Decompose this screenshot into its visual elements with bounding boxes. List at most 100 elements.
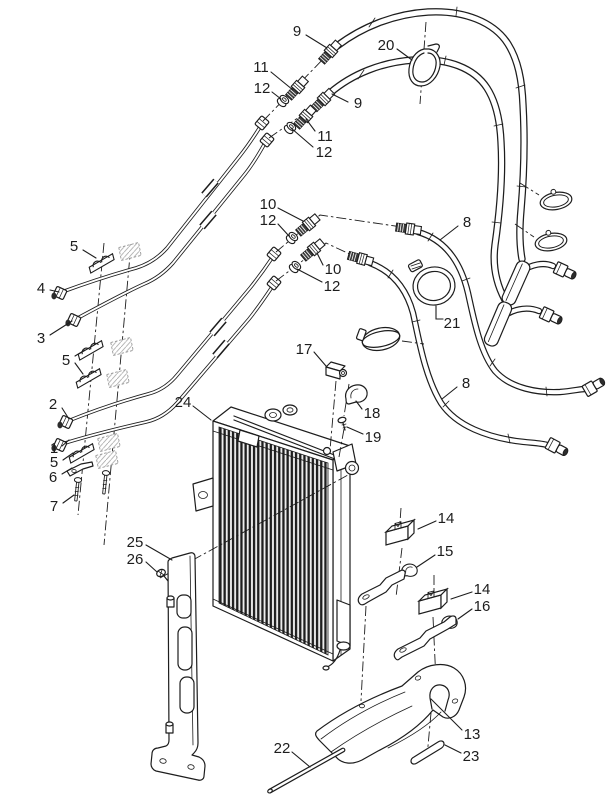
callout-5: 5 <box>62 352 70 369</box>
callout-leader-12 <box>296 268 323 283</box>
clamp-5b <box>75 340 106 361</box>
callout-23: 23 <box>463 748 480 765</box>
hose-9-fitting <box>316 38 343 66</box>
strip-23 <box>410 740 445 765</box>
clamp-20 <box>408 21 441 105</box>
callout-leader-15 <box>416 554 436 568</box>
callout-25: 25 <box>127 534 144 551</box>
callout-8: 8 <box>462 375 470 392</box>
callout-leader-10 <box>277 207 304 222</box>
callout-10: 10 <box>260 196 277 213</box>
tube-fitting-axes <box>262 52 403 282</box>
side-bracket-25 <box>150 474 349 781</box>
callout-leader-21 <box>435 305 444 320</box>
callout-26: 26 <box>127 551 144 568</box>
bolt-7b <box>99 469 111 495</box>
washer-12 <box>287 259 303 275</box>
callout-4: 4 <box>37 280 45 297</box>
callout-leader-6 <box>61 467 73 475</box>
screw-26 <box>156 568 169 582</box>
strap-clamp <box>355 326 425 352</box>
rod-22 <box>267 747 346 794</box>
callout-2: 2 <box>49 396 57 413</box>
callout-17: 17 <box>296 341 313 358</box>
shim-plate <box>97 432 121 452</box>
callout-leader-12 <box>290 127 314 148</box>
callout-11: 11 <box>253 59 269 76</box>
callout-14: 14 <box>474 581 491 598</box>
shim-plate <box>106 368 130 388</box>
callout-leader-26 <box>145 561 158 573</box>
hose-8-fitting <box>394 221 423 237</box>
block-14 <box>418 588 448 615</box>
clamp-21 <box>407 259 456 306</box>
callout-leader-3 <box>49 320 73 336</box>
callout-12: 12 <box>254 80 271 97</box>
block-14 <box>385 519 415 546</box>
callout-16: 16 <box>474 598 491 615</box>
shim-plate <box>118 241 142 261</box>
callout-9: 9 <box>354 95 362 112</box>
elbow-fitting <box>552 261 579 283</box>
bracket-6 <box>66 461 94 477</box>
hose-8-fitting <box>346 249 375 268</box>
callout-leader-24 <box>192 405 212 421</box>
callout-14: 14 <box>438 510 455 527</box>
callout-11: 11 <box>317 128 333 145</box>
callout-12: 12 <box>324 278 341 295</box>
callout-leader-10 <box>316 252 324 266</box>
shield-13 <box>315 663 467 764</box>
bracket-strip-a <box>357 569 406 606</box>
hose-end-pads <box>483 260 579 347</box>
callout-leader-8 <box>439 225 459 241</box>
callout-10: 10 <box>325 261 342 278</box>
callout-leader-8 <box>441 386 458 400</box>
callout-leader-12 <box>271 91 282 100</box>
shim-plate <box>110 336 134 356</box>
callout-leader-7 <box>62 494 75 504</box>
callout-leader-2 <box>61 407 70 420</box>
callout-7: 7 <box>50 498 58 515</box>
callout-leader-11 <box>270 71 294 91</box>
fitting-10 <box>299 237 327 263</box>
callout-leader-17 <box>313 351 327 367</box>
elbow-fitting <box>544 436 571 459</box>
shim-plate <box>95 449 119 469</box>
callout-leader-5 <box>74 362 84 375</box>
callout-leader-23 <box>444 744 462 754</box>
callout-1: 1 <box>50 440 58 457</box>
callout-leader-13 <box>430 698 463 731</box>
callout-5: 5 <box>70 238 78 255</box>
callout-9: 9 <box>293 23 301 40</box>
callout-leader-4 <box>49 289 60 293</box>
hose-9-fitting <box>309 86 337 114</box>
callout-leader-9 <box>331 93 349 103</box>
bracket-strip-b <box>393 615 457 661</box>
right-grommets <box>514 182 574 254</box>
grommet-ring <box>537 185 574 213</box>
rigid-tubes <box>51 114 282 453</box>
callout-22: 22 <box>274 740 291 757</box>
callout-leader-11 <box>305 118 316 132</box>
callout-leader-14 <box>450 591 473 600</box>
callout-18: 18 <box>364 405 381 422</box>
callout-6: 6 <box>49 469 57 486</box>
elbow-fitting <box>581 374 607 398</box>
left-hardware-axes <box>77 242 132 546</box>
callout-leader-5 <box>74 349 86 357</box>
callout-12: 12 <box>260 212 277 229</box>
bracket-17-group <box>325 361 368 458</box>
callout-leader-22 <box>291 751 311 768</box>
callout-5: 5 <box>50 454 58 471</box>
mid-hoses <box>346 221 607 459</box>
callout-leader-16 <box>457 608 473 620</box>
callout-20: 20 <box>378 37 395 54</box>
fitting-10 <box>294 212 322 238</box>
callout-15: 15 <box>437 543 454 560</box>
screw-19 <box>337 416 347 431</box>
upper-hoses <box>309 6 528 304</box>
callout-leader-25 <box>145 544 173 561</box>
callout-leader-5 <box>82 249 97 259</box>
